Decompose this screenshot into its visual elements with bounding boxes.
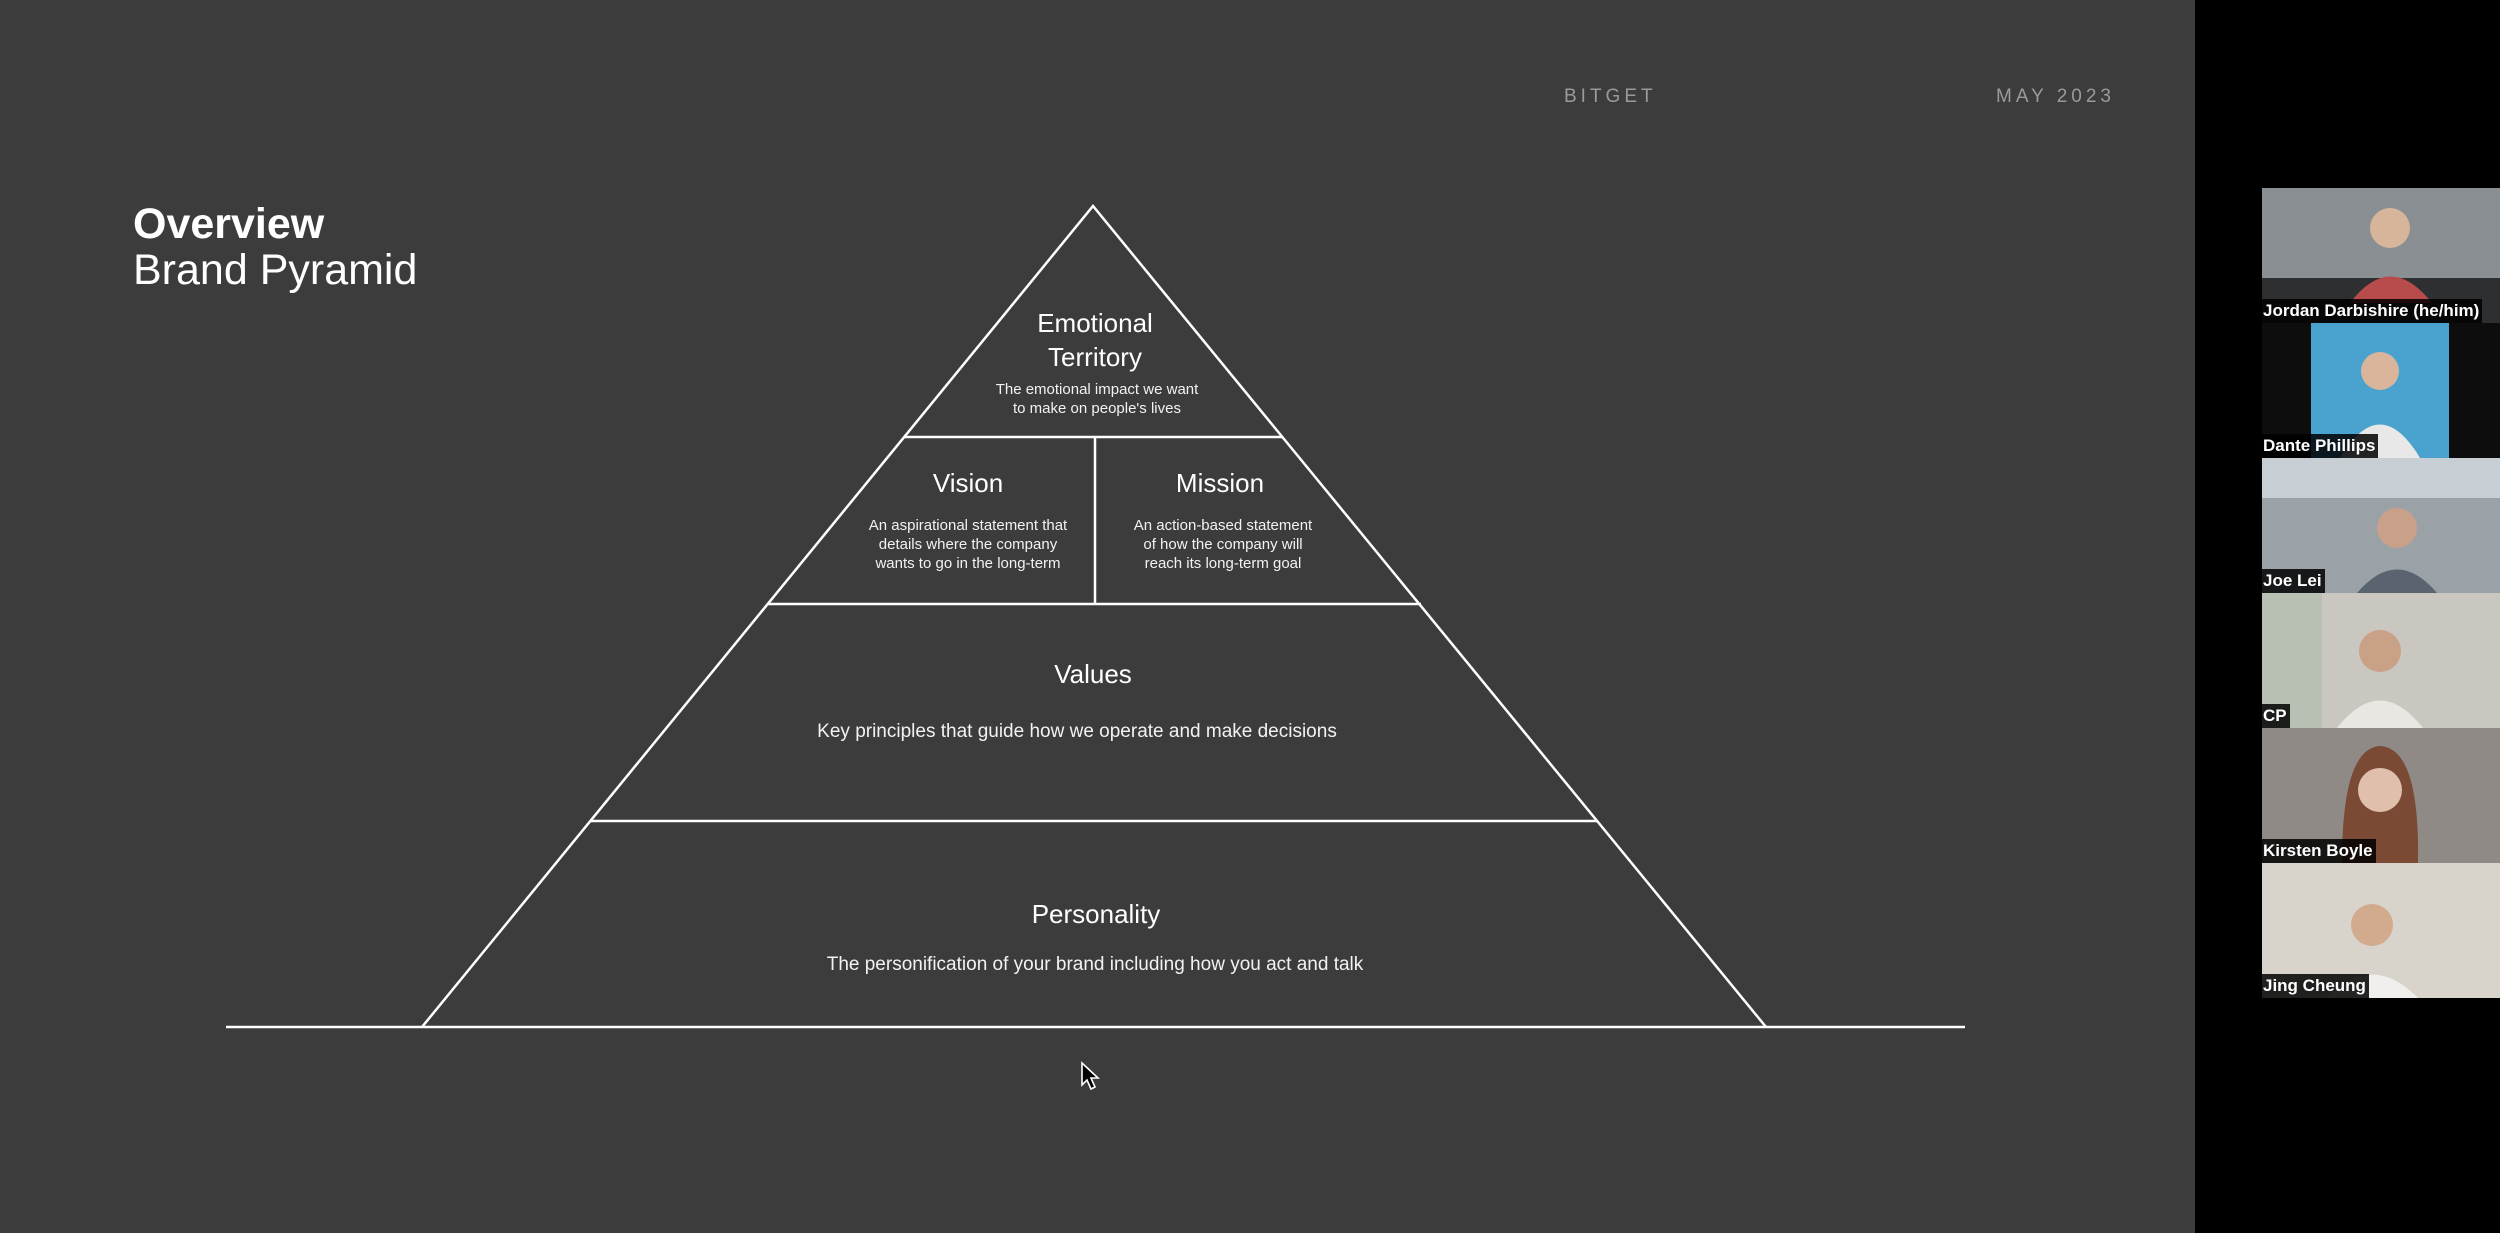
emotional-territory-title-line2: Territory — [1048, 342, 1142, 372]
participant-name: Jordan Darbishire (he/him) — [2262, 299, 2483, 323]
participant-tile[interactable]: Jing Cheung — [2262, 863, 2500, 998]
mission-desc: An action-based statement of how the com… — [1133, 517, 1313, 572]
values-title: Values — [1054, 659, 1132, 689]
participant-tile[interactable]: Joe Lei — [2262, 458, 2500, 593]
person-video-icon — [2262, 593, 2500, 728]
participant-tile[interactable]: Dante Phillips — [2262, 323, 2500, 458]
participant-tile[interactable]: CP — [2262, 593, 2500, 728]
participant-name: Joe Lei — [2262, 569, 2325, 593]
slide-subtitle: Brand Pyramid — [133, 246, 418, 294]
person-video-icon — [2262, 458, 2500, 593]
personality-desc: The personification of your brand includ… — [826, 954, 1364, 975]
participant-name: Jing Cheung — [2262, 974, 2369, 998]
vision-desc: An aspirational statement that details w… — [868, 517, 1068, 572]
participant-tile[interactable]: Jordan Darbishire (he/him) — [2262, 188, 2500, 323]
vision-title: Vision — [932, 468, 1004, 498]
slide-header-company: BITGET — [1564, 86, 1657, 107]
emotional-territory-desc: The emotional impact we want to make on … — [995, 381, 1199, 417]
mission-title: Mission — [1175, 468, 1265, 498]
participant-name: Kirsten Boyle — [2262, 839, 2376, 863]
slide-header-date: MAY 2023 — [1996, 86, 2115, 107]
participant-name: CP — [2262, 704, 2290, 728]
participant-tile[interactable]: Kirsten Boyle — [2262, 728, 2500, 863]
brand-pyramid-diagram — [226, 204, 1965, 1029]
shared-slide: BITGET MAY 2023 Overview Brand Pyramid E… — [0, 0, 2195, 1233]
personality-title: Personality — [1031, 899, 1161, 929]
participant-name: Dante Phillips — [2262, 434, 2379, 458]
emotional-territory-title-line1: Emotional — [1037, 308, 1153, 338]
mouse-pointer-icon — [1081, 1061, 1101, 1091]
slide-title: Overview — [133, 200, 325, 248]
pyramid-outline — [421, 204, 1767, 1028]
values-desc: Key principles that guide how we operate… — [817, 721, 1337, 742]
